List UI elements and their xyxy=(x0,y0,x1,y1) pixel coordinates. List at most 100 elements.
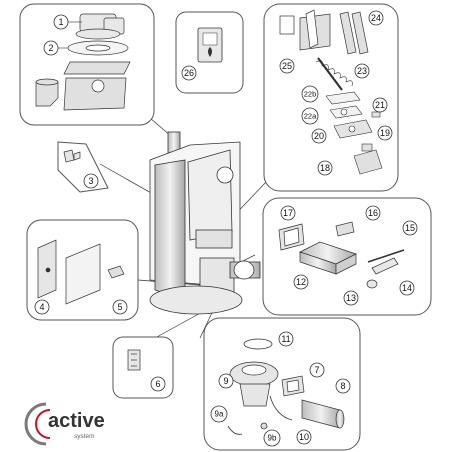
logo-swoosh xyxy=(24,402,47,446)
svg-text:7: 7 xyxy=(314,365,319,375)
svg-text:9b: 9b xyxy=(268,434,277,443)
boiler-body xyxy=(149,131,261,315)
motor-bracket-assembly xyxy=(279,9,369,55)
callout-9: 9 xyxy=(218,373,234,389)
gasket-part-11 xyxy=(243,338,273,350)
bubble-control-panel: 26 xyxy=(175,11,244,94)
logo-swoosh-accent xyxy=(35,409,51,439)
callout-6: 6 xyxy=(150,376,166,392)
callout-13: 13 xyxy=(343,290,359,306)
gasket-parts-22 xyxy=(325,91,363,119)
svg-text:19: 19 xyxy=(380,128,390,138)
bubble-part-6: 6 xyxy=(112,336,174,399)
svg-text:2: 2 xyxy=(48,43,53,53)
svg-text:16: 16 xyxy=(368,208,378,218)
callout-21: 21 xyxy=(372,97,388,113)
gasket-part-2 xyxy=(67,40,129,56)
igniter-part-15 xyxy=(367,249,405,263)
svg-text:22b: 22b xyxy=(304,90,317,99)
callout-22b: 22b xyxy=(301,85,319,103)
svg-text:26: 26 xyxy=(184,68,194,78)
bubble-part-3: 3 xyxy=(57,141,109,193)
callout-10: 10 xyxy=(296,429,312,445)
bubble-flue-parts: 1 2 xyxy=(19,3,155,126)
motor-part-18 xyxy=(353,143,383,175)
callout-16: 16 xyxy=(365,205,381,221)
svg-text:18: 18 xyxy=(320,163,330,173)
control-panel-part-26 xyxy=(197,27,223,63)
callout-5: 5 xyxy=(112,299,128,315)
callout-24: 24 xyxy=(368,10,384,26)
svg-text:24: 24 xyxy=(371,13,381,23)
logo-subtitle: system xyxy=(74,433,95,440)
callout-2: 2 xyxy=(43,40,68,56)
bubble-electronics: 4 5 xyxy=(26,219,139,321)
nozzle-part-13 xyxy=(366,279,378,289)
svg-text:9: 9 xyxy=(223,376,228,386)
svg-text:25: 25 xyxy=(282,61,292,71)
pipe-part-8 xyxy=(301,399,345,429)
callout-9a: 9a xyxy=(210,405,228,423)
clip-part-3 xyxy=(63,149,81,163)
callout-9b: 9b xyxy=(263,429,281,447)
callout-22a: 22a xyxy=(301,107,319,125)
svg-text:20: 20 xyxy=(314,131,324,141)
callout-14: 14 xyxy=(399,280,415,296)
callout-23: 23 xyxy=(354,63,370,79)
callout-7: 7 xyxy=(309,362,325,378)
sensor-part-16 xyxy=(335,221,355,237)
svg-text:3: 3 xyxy=(88,176,93,186)
svg-text:10: 10 xyxy=(299,432,309,442)
svg-text:11: 11 xyxy=(281,334,290,344)
callout-18: 18 xyxy=(317,160,333,176)
brand-logo: active system xyxy=(24,402,105,446)
callout-26: 26 xyxy=(181,65,197,81)
flange-part-7 xyxy=(281,375,305,397)
svg-text:22a: 22a xyxy=(304,112,317,121)
svg-text:14: 14 xyxy=(402,283,412,293)
auger-screw-part-23 xyxy=(315,57,353,91)
relay-part-5 xyxy=(107,265,125,279)
plate-parts-20-21 xyxy=(333,111,381,139)
logo-word: active xyxy=(48,410,105,432)
screw-part-9b xyxy=(260,422,268,430)
flame-icon xyxy=(208,47,212,57)
svg-text:4: 4 xyxy=(39,302,44,312)
svg-text:8: 8 xyxy=(340,381,345,391)
switch-module-part-6 xyxy=(127,349,141,371)
inspection-window-part-17 xyxy=(278,223,305,251)
cable-part-10 xyxy=(269,395,293,421)
bubble-auger-parts: 24 25 23 22b 22a 21 20 19 xyxy=(263,3,399,192)
svg-text:12: 12 xyxy=(296,277,306,287)
svg-text:15: 15 xyxy=(405,223,415,233)
callout-25: 25 xyxy=(279,58,295,74)
callout-3: 3 xyxy=(83,173,99,189)
bubble-burner-parts: 17 16 15 12 14 13 xyxy=(262,197,432,316)
blower-part-9 xyxy=(229,361,279,407)
bubble-fan-parts: 11 7 8 9 9a 9b 10 xyxy=(203,317,361,451)
flue-elbow-assembly xyxy=(35,61,131,111)
svg-text:6: 6 xyxy=(155,379,160,389)
svg-text:9a: 9a xyxy=(215,410,224,419)
burner-tube-part-12 xyxy=(299,241,357,275)
callout-8: 8 xyxy=(335,378,351,394)
svg-text:5: 5 xyxy=(117,302,122,312)
callout-12: 12 xyxy=(293,274,309,290)
fan-assembly-part-1 xyxy=(75,13,125,40)
callout-11: 11 xyxy=(278,331,294,347)
callout-1: 1 xyxy=(53,14,82,30)
callout-4: 4 xyxy=(34,299,50,315)
circuit-board-part-4 xyxy=(37,239,101,305)
wire-part-9a xyxy=(227,425,243,435)
callout-20: 20 xyxy=(311,128,327,144)
svg-text:17: 17 xyxy=(283,208,293,218)
svg-text:13: 13 xyxy=(346,293,356,303)
callout-17: 17 xyxy=(280,205,296,221)
svg-text:23: 23 xyxy=(357,66,367,76)
callout-19: 19 xyxy=(377,125,393,141)
svg-text:1: 1 xyxy=(58,17,63,27)
svg-text:21: 21 xyxy=(375,100,385,110)
heater-part-14 xyxy=(371,257,399,275)
callout-15: 15 xyxy=(402,220,418,236)
